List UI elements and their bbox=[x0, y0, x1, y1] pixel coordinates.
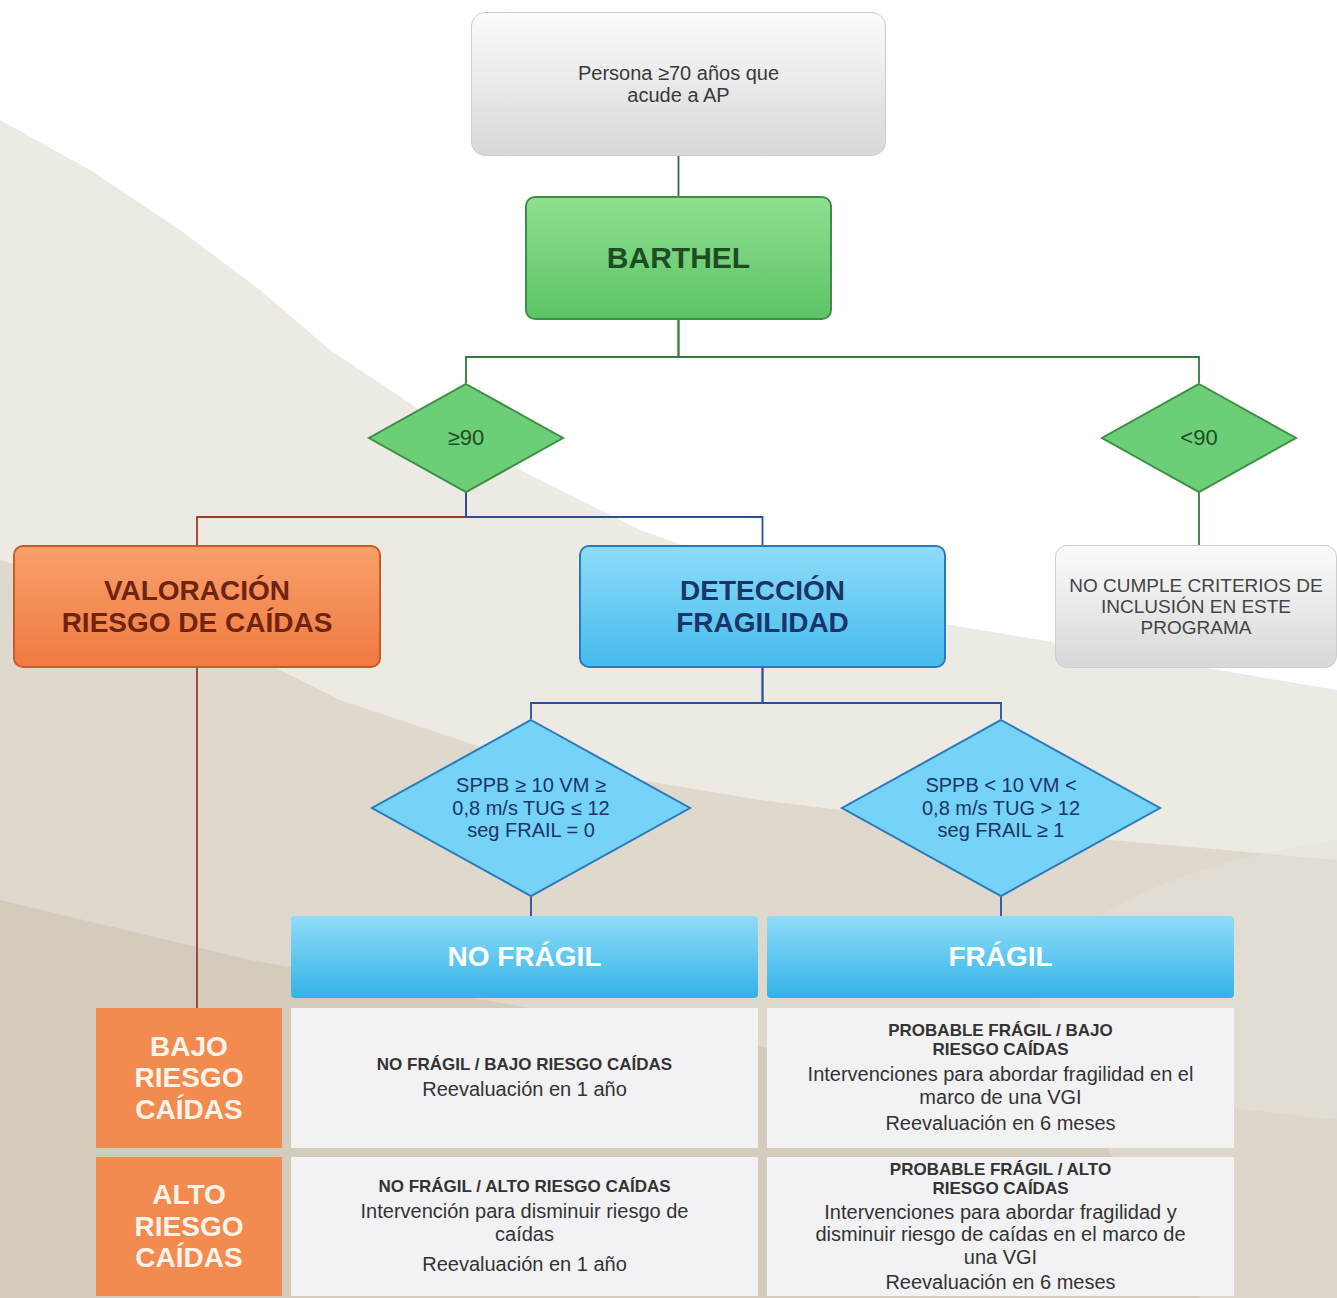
box-label: <90 bbox=[1180, 426, 1217, 451]
connector-line bbox=[466, 493, 763, 545]
start-box: Persona ≥70 años que acude a AP bbox=[471, 12, 886, 156]
box-label: VALORACIÓN RIESGO DE CAÍDAS bbox=[52, 575, 342, 638]
connector-line bbox=[530, 897, 532, 916]
text-group: ALTO RIESGO CAÍDAS bbox=[109, 1179, 269, 1273]
column-header: FRÁGIL bbox=[767, 916, 1234, 998]
text-group: PROBABLE FRÁGIL / BAJO RIESGO CAÍDAS Inte… bbox=[806, 1021, 1196, 1134]
text-group: ≥90 bbox=[448, 426, 485, 451]
text-group: BAJO RIESGO CAÍDAS bbox=[109, 1031, 269, 1125]
connector-line bbox=[1000, 897, 1002, 916]
text-group: NO FRÁGIL / ALTO RIESGO CAÍDAS Intervenci… bbox=[330, 1177, 720, 1275]
box-note: Reevaluación en 6 meses bbox=[885, 1112, 1115, 1134]
box-label: NO CUMPLE CRITERIOS DE INCLUSIÓN EN ESTE… bbox=[1066, 575, 1326, 639]
text-group: <90 bbox=[1180, 426, 1217, 451]
connector-line bbox=[678, 156, 680, 196]
diamond-shape bbox=[1102, 384, 1296, 492]
process-box: VALORACIÓN RIESGO DE CAÍDAS bbox=[13, 545, 381, 668]
text-group: SPPB < 10 VM < 0,8 m/s TUG > 12 seg FRAI… bbox=[916, 774, 1086, 841]
hill-shape bbox=[0, 560, 1337, 1298]
text-group: FRÁGIL bbox=[948, 941, 1052, 972]
box-label: NO FRÁGIL / BAJO RIESGO CAÍDAS bbox=[377, 1055, 672, 1074]
box-label: NO FRÁGIL bbox=[448, 941, 602, 972]
table-cell: PROBABLE FRÁGIL / BAJO RIESGO CAÍDAS Inte… bbox=[767, 1008, 1234, 1148]
text-group: DETECCIÓN FRAGILIDAD bbox=[618, 575, 908, 638]
column-header: NO FRÁGIL bbox=[291, 916, 758, 998]
text-group: PROBABLE FRÁGIL / ALTO RIESGO CAÍDASInte… bbox=[806, 1160, 1196, 1294]
connector-line bbox=[679, 320, 1200, 383]
box-note: Reevaluación en 1 año bbox=[422, 1078, 627, 1100]
box-note: Reevaluación en 6 meses bbox=[885, 1271, 1115, 1293]
connector-line bbox=[196, 668, 198, 1008]
connector-line bbox=[1198, 493, 1200, 545]
exclusion-box: NO CUMPLE CRITERIOS DE INCLUSIÓN EN ESTE… bbox=[1055, 545, 1337, 668]
text-group: NO CUMPLE CRITERIOS DE INCLUSIÓN EN ESTE… bbox=[1066, 575, 1326, 639]
box-note: Intervenciones para abordar fragilidad y… bbox=[806, 1201, 1196, 1268]
ground-shape bbox=[0, 900, 1337, 1298]
box-label: SPPB ≥ 10 VM ≥ 0,8 m/s TUG ≤ 12 seg FRAI… bbox=[446, 774, 616, 841]
decision-diamond: SPPB ≥ 10 VM ≥ 0,8 m/s TUG ≤ 12 seg FRAI… bbox=[371, 719, 691, 897]
box-label: FRÁGIL bbox=[948, 941, 1052, 972]
text-group: Persona ≥70 años que acude a AP bbox=[574, 62, 784, 107]
decision-diamond: SPPB < 10 VM < 0,8 m/s TUG > 12 seg FRAI… bbox=[841, 719, 1161, 897]
decision-diamond: <90 bbox=[1101, 383, 1297, 493]
text-group: VALORACIÓN RIESGO DE CAÍDAS bbox=[52, 575, 342, 638]
diamond-shape bbox=[842, 720, 1160, 896]
box-label: PROBABLE FRÁGIL / BAJO RIESGO CAÍDAS bbox=[886, 1021, 1116, 1059]
box-label: NO FRÁGIL / ALTO RIESGO CAÍDAS bbox=[378, 1177, 670, 1196]
box-note: Intervención para disminuir riesgo de ca… bbox=[330, 1200, 720, 1245]
text-group: SPPB ≥ 10 VM ≥ 0,8 m/s TUG ≤ 12 seg FRAI… bbox=[446, 774, 616, 841]
table-cell: PROBABLE FRÁGIL / ALTO RIESGO CAÍDASInte… bbox=[767, 1157, 1234, 1296]
row-header: ALTO RIESGO CAÍDAS bbox=[96, 1157, 282, 1296]
box-label: Persona ≥70 años que acude a AP bbox=[574, 62, 784, 107]
process-box: BARTHEL bbox=[525, 196, 832, 320]
connector-line bbox=[466, 320, 679, 383]
box-label: DETECCIÓN FRAGILIDAD bbox=[618, 575, 908, 638]
box-label: ALTO RIESGO CAÍDAS bbox=[109, 1179, 269, 1273]
text-group: NO FRÁGIL / BAJO RIESGO CAÍDAS Reevaluaci… bbox=[377, 1055, 672, 1100]
process-box: DETECCIÓN FRAGILIDAD bbox=[579, 545, 946, 668]
row-header: BAJO RIESGO CAÍDAS bbox=[96, 1008, 282, 1148]
box-note: Reevaluación en 1 año bbox=[422, 1253, 627, 1275]
decision-diamond: ≥90 bbox=[368, 383, 564, 493]
connector-line bbox=[763, 668, 1002, 719]
box-note: Intervenciones para abordar fragilidad e… bbox=[806, 1063, 1196, 1108]
box-label: SPPB < 10 VM < 0,8 m/s TUG > 12 seg FRAI… bbox=[916, 774, 1086, 841]
text-group: BARTHEL bbox=[607, 241, 750, 275]
table-cell: NO FRÁGIL / ALTO RIESGO CAÍDAS Intervenci… bbox=[291, 1157, 758, 1296]
box-label: BARTHEL bbox=[607, 241, 750, 275]
box-label: BAJO RIESGO CAÍDAS bbox=[109, 1031, 269, 1125]
mountain-shape bbox=[0, 120, 1337, 1298]
text-group: NO FRÁGIL bbox=[448, 941, 602, 972]
diamond-shape bbox=[369, 384, 563, 492]
table-cell: NO FRÁGIL / BAJO RIESGO CAÍDAS Reevaluaci… bbox=[291, 1008, 758, 1148]
box-label: ≥90 bbox=[448, 426, 485, 451]
connector-line bbox=[531, 668, 763, 719]
box-label: PROBABLE FRÁGIL / ALTO RIESGO CAÍDAS bbox=[886, 1160, 1116, 1198]
diamond-shape bbox=[372, 720, 690, 896]
connector-line bbox=[197, 493, 466, 545]
